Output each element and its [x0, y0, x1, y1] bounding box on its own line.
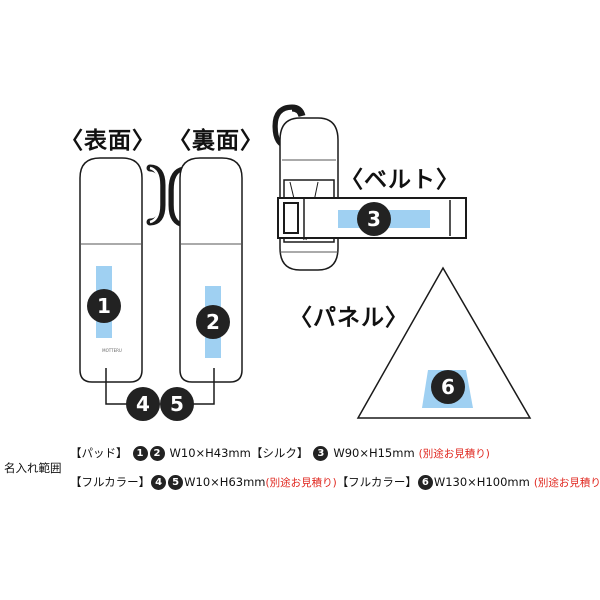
legend-fullcolor-note-1: (別途お見積り)	[265, 476, 337, 489]
legend-badge-4: 4	[151, 474, 167, 490]
legend-fullcolor-size-1: W10×H63mm	[184, 475, 266, 489]
svg-text:5: 5	[170, 392, 184, 416]
legend-silk-size: W90×H15mm	[333, 446, 415, 460]
badge-1: 1	[87, 289, 121, 323]
svg-text:6: 6	[441, 375, 455, 399]
badge-4: 4	[126, 387, 160, 421]
label-panel: 〈パネル〉	[289, 305, 409, 331]
back-bottle	[168, 157, 243, 383]
svg-text:4: 4	[136, 392, 150, 416]
legend-pad-label: 【パッド】	[70, 446, 128, 460]
label-front: 〈表面〉	[60, 128, 156, 154]
legend-pad-size: W10×H43mm	[169, 446, 251, 460]
legend-badge-5: 5	[168, 474, 184, 490]
legend-badge-2: 2	[149, 445, 165, 461]
front-bottle: MOTTERU	[79, 157, 166, 383]
legend-fullcolor-note-2: (別途お見積り)	[533, 476, 600, 489]
legend-badge-6: 6	[417, 474, 433, 490]
badge-3: 3	[357, 202, 391, 236]
legend-title: 名入れ範囲	[4, 461, 62, 475]
legend-silk-note: (別途お見積り)	[418, 447, 490, 460]
label-belt: 〈ベルト〉	[340, 167, 460, 193]
svg-text:3: 3	[367, 207, 381, 231]
badge-5: 5	[160, 387, 194, 421]
badge-6: 6	[431, 370, 465, 404]
legend-badge-3: 3	[313, 445, 329, 461]
legend-fullcolor-label-1: 【フルカラー】	[70, 475, 151, 489]
legend-row-2: 【フルカラー】 4 5 W10×H63mm (別途お見積り) 【フルカラー】 6…	[70, 474, 600, 490]
bottle-brand-text: MOTTERU	[102, 348, 122, 353]
legend-fullcolor-label-2: 【フルカラー】	[336, 475, 417, 489]
svg-text:1: 1	[97, 294, 111, 318]
svg-text:2: 2	[206, 310, 220, 334]
connector-lines	[105, 368, 215, 405]
legend-silk-label: 【シルク】	[250, 446, 309, 460]
legend-row-1: 【パッド】 1 2 W10×H43mm 【シルク】 3 W90×H15mm (別…	[70, 445, 490, 461]
label-back: 〈裏面〉	[168, 128, 264, 154]
badge-2: 2	[196, 305, 230, 339]
legend-badge-1: 1	[132, 445, 148, 461]
legend-fullcolor-size-2: W130×H100mm	[433, 475, 530, 489]
